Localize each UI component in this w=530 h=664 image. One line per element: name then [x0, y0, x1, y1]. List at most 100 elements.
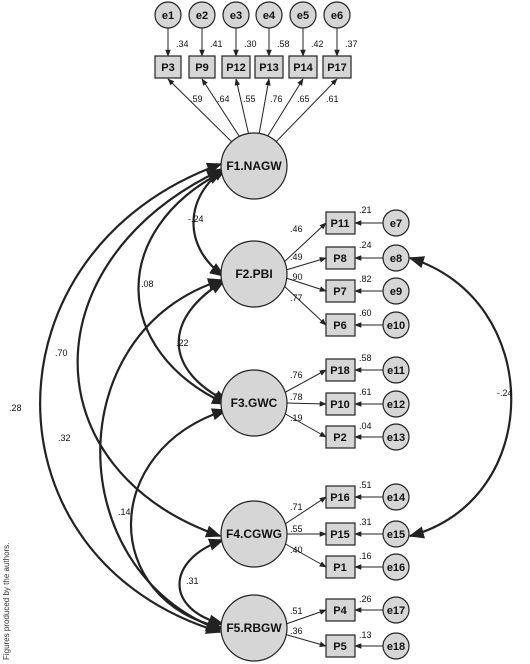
svg-text:P9: P9	[195, 62, 208, 74]
loading-label: .19	[290, 413, 303, 423]
r2-label: .26	[359, 594, 372, 604]
item-box-p8: P8	[325, 246, 356, 270]
svg-text:e13: e13	[387, 432, 405, 444]
error-e14: e14	[382, 483, 410, 511]
item-box-p11: P11	[325, 211, 356, 235]
factor-f1: F1.NAGW	[220, 132, 288, 200]
svg-text:e11: e11	[387, 365, 405, 377]
factor-f5: F5.RBGW	[220, 594, 288, 662]
loading-label: .90	[290, 272, 303, 282]
svg-text:P3: P3	[161, 62, 174, 74]
corr-label: .28	[9, 403, 22, 413]
correlation-labels: -.24 .22 .08 .70 .28 .32 .14 .31 -.24	[9, 214, 513, 586]
r2-label: .16	[359, 551, 372, 561]
r2-label: .51	[359, 480, 372, 490]
svg-text:P12: P12	[226, 62, 246, 74]
svg-text:F5.RBGW: F5.RBGW	[226, 621, 282, 635]
right-items: P11 P8 P7 P6 P18 P10 P2 P16 P15 P1 P4 P5…	[281, 205, 410, 660]
svg-text:e3: e3	[230, 10, 242, 22]
error-e1: e1	[154, 1, 182, 29]
r2-label: .41	[210, 39, 223, 49]
item-box-p3: P3	[154, 55, 182, 79]
loading-label: .49	[290, 252, 303, 262]
svg-text:e15: e15	[387, 529, 405, 541]
r2-label: .42	[311, 39, 324, 49]
item-box-p6: P6	[325, 313, 356, 337]
top-items: e1 e2 e3 e4 e5 e6 P3 P9	[154, 1, 358, 149]
corr-label: .14	[118, 507, 131, 517]
r2-label: .04	[359, 421, 372, 431]
svg-text:P4: P4	[333, 605, 347, 617]
svg-text:e4: e4	[263, 10, 276, 22]
svg-text:e12: e12	[387, 399, 405, 411]
error-e16: e16	[382, 553, 410, 581]
loading-label: .55	[290, 524, 303, 534]
factor-f2: F2.PBI	[220, 240, 288, 308]
side-note: Figures produced by the authors.	[2, 543, 11, 660]
item-box-p15: P15	[325, 522, 356, 546]
loading-label: .55	[243, 94, 256, 104]
loading-label: .59	[190, 94, 203, 104]
corr-f1-f4	[76, 169, 223, 538]
r2-label: .24	[359, 240, 372, 250]
svg-text:F3.GWC: F3.GWC	[231, 396, 278, 410]
item-box-p5: P5	[325, 634, 356, 658]
svg-text:e18: e18	[387, 641, 405, 653]
svg-text:P13: P13	[259, 62, 279, 74]
error-correlation-curves	[408, 256, 513, 539]
factor-correlation-curves	[39, 162, 230, 634]
loading-label: .65	[297, 94, 310, 104]
svg-text:P1: P1	[333, 562, 346, 574]
item-box-p7: P7	[325, 279, 356, 303]
r2-label: .30	[244, 39, 257, 49]
item-box-p17: P17	[322, 55, 352, 79]
svg-text:P17: P17	[327, 62, 347, 74]
loading-label: .61	[326, 94, 339, 104]
loading-label: .76	[290, 370, 303, 380]
loading-label: .77	[290, 293, 303, 303]
loading-label: .40	[290, 545, 303, 555]
item-box-p10: P10	[325, 392, 356, 416]
item-box-p13: P13	[254, 55, 284, 79]
corr-label: -.24	[497, 388, 513, 398]
r2-label: .31	[359, 517, 372, 527]
item-box-p9: P9	[188, 55, 216, 79]
corr-f2-f5	[99, 278, 224, 632]
error-e18: e18	[382, 632, 410, 660]
corr-label: -.24	[188, 214, 204, 224]
loading-label: .36	[290, 626, 303, 636]
r2-label: .34	[176, 39, 189, 49]
error-e10: e10	[382, 311, 410, 339]
svg-text:P8: P8	[333, 253, 346, 265]
error-e15: e15	[382, 520, 410, 548]
loading-label: .76	[270, 94, 283, 104]
svg-text:e14: e14	[387, 492, 406, 504]
item-box-p2: P2	[325, 425, 356, 449]
corr-f1-f3	[137, 171, 228, 405]
svg-text:F4.CGWG: F4.CGWG	[226, 527, 282, 541]
error-e8: e8	[382, 244, 410, 272]
item-box-p4: P4	[325, 598, 356, 622]
svg-text:P7: P7	[333, 286, 346, 298]
error-e3: e3	[222, 1, 250, 29]
svg-text:e16: e16	[387, 562, 405, 574]
svg-text:e17: e17	[387, 605, 405, 617]
svg-text:P2: P2	[333, 432, 346, 444]
corr-label: .22	[176, 338, 189, 348]
item-box-p12: P12	[221, 55, 251, 79]
item-box-p1: P1	[325, 555, 356, 579]
r2-label: .58	[359, 353, 372, 363]
corr-e8-e15	[408, 256, 513, 539]
r2-label: .82	[359, 274, 372, 284]
error-e2: e2	[188, 1, 216, 29]
factor-f3: F3.GWC	[220, 369, 288, 437]
r2-label: .21	[359, 205, 372, 215]
error-e13: e13	[382, 423, 410, 451]
error-e7: e7	[382, 209, 410, 237]
corr-label: .08	[141, 279, 154, 289]
error-e6: e6	[323, 1, 351, 29]
svg-text:e9: e9	[390, 286, 402, 298]
corr-label: .32	[58, 433, 71, 443]
svg-text:F1.NAGW: F1.NAGW	[226, 159, 282, 173]
svg-text:F2.PBI: F2.PBI	[235, 267, 272, 281]
